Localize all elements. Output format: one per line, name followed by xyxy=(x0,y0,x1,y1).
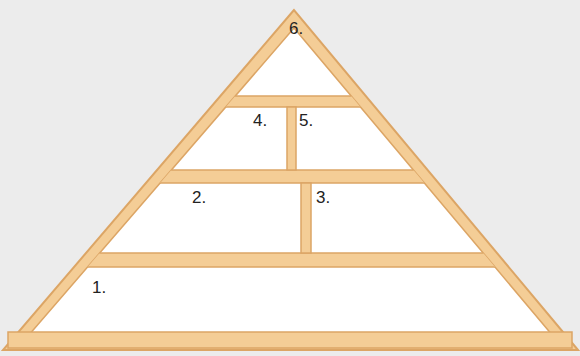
callout-number: 2. xyxy=(192,188,206,208)
shelf-divider xyxy=(301,183,311,253)
base-board xyxy=(8,332,572,348)
shelf-board xyxy=(0,170,580,183)
callout-number: 4. xyxy=(253,111,267,131)
callout-number: 5. xyxy=(299,111,313,131)
shelf-board xyxy=(0,253,580,267)
callout-number: 3. xyxy=(316,188,330,208)
callout-number: 6. xyxy=(289,19,303,39)
shelves xyxy=(0,96,580,267)
callout-number: 1. xyxy=(92,278,106,298)
shelf-board xyxy=(0,96,580,107)
shelf-divider xyxy=(287,107,296,170)
